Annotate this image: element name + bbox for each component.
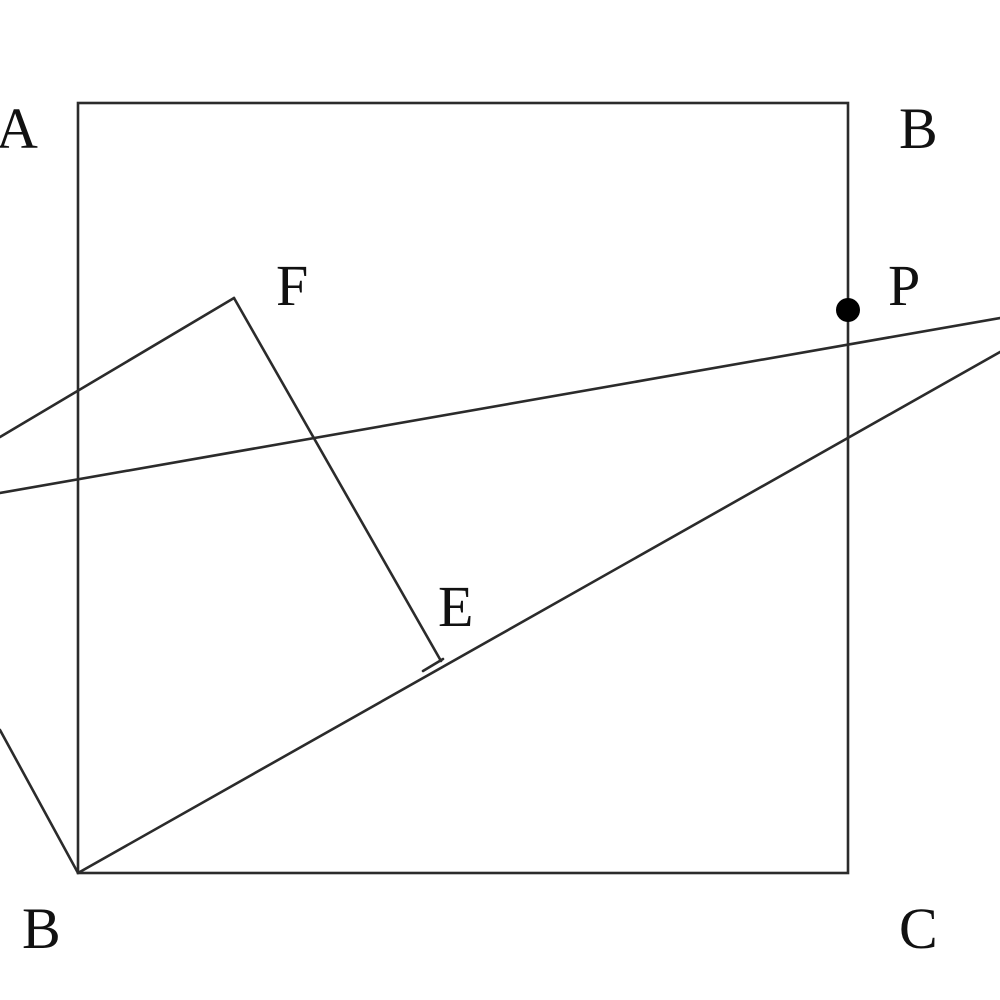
label-e: E (438, 574, 473, 639)
segment-b-long (76, 350, 1000, 875)
label-p: P (888, 253, 920, 318)
square-outline (76, 101, 850, 875)
point-p-dot (836, 298, 860, 322)
tick-at-e (421, 657, 445, 673)
label-b-top: B (899, 96, 938, 161)
label-f: F (276, 253, 308, 318)
label-c: C (899, 896, 938, 961)
segment-bottom-left (0, 728, 80, 875)
segment-crossing (0, 316, 1000, 495)
label-b-bottom: B (22, 896, 61, 961)
segment-f-e (232, 296, 443, 663)
label-a: A (0, 96, 38, 161)
segment-f-left (0, 296, 236, 439)
